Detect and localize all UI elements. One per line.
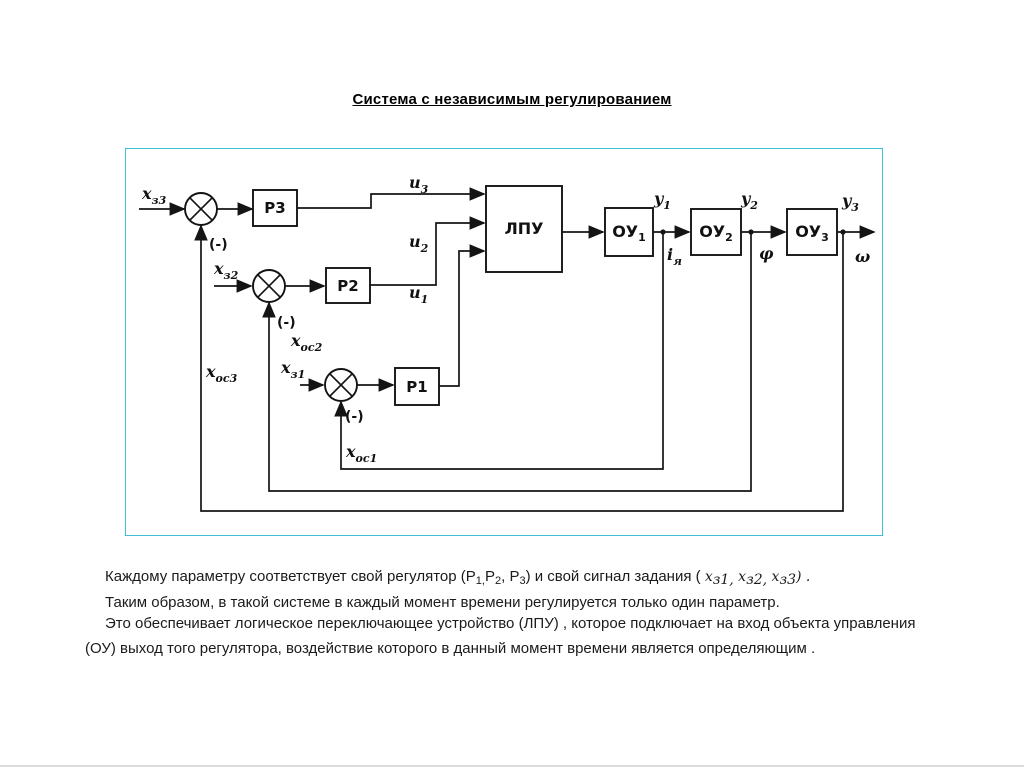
page-title: Система с независимым регулированием (352, 91, 672, 108)
block-p2: Р2 (325, 267, 371, 304)
tap-node-phi (748, 229, 754, 235)
summing-junction-2 (252, 269, 286, 303)
output-line-y3 (837, 225, 876, 239)
bottom-edge (0, 765, 1024, 767)
block-ou1: ОУ1 (604, 207, 654, 257)
block-p3: Р3 (252, 189, 298, 227)
signal-label-xz2: xз2 (213, 259, 239, 282)
block-diagram: Р3 Р2 Р1 ЛПУ ОУ1 ОУ2 ОУ3 xз3 xз2 xз1 (139, 173, 876, 512)
connector-u2 (370, 216, 486, 286)
signal-label-xoc2: xос2 (290, 331, 323, 354)
paragraph-line-3: Это обеспечивает логическое переключающе… (105, 615, 916, 632)
signal-label-omega: ω (855, 247, 870, 266)
block-ou2-label: ОУ2 (699, 222, 733, 244)
block-p1: Р1 (394, 367, 440, 406)
tap-node-omega (840, 229, 846, 235)
paragraph-line-4: (ОУ) выход того регулятора, воздействие … (85, 640, 816, 657)
signal-label-y3: y3 (841, 191, 859, 214)
block-ou1-label: ОУ1 (612, 222, 646, 244)
block-ou3-label: ОУ3 (795, 222, 829, 244)
signal-label-xz3: xз3 (141, 184, 167, 207)
diagram-frame: Р3 Р2 Р1 ЛПУ ОУ1 ОУ2 ОУ3 xз3 xз2 xз1 (125, 148, 883, 536)
minus-sign-sj1: (-) (209, 237, 228, 253)
signal-label-u1: u1 (409, 283, 428, 306)
tap-node-iya (660, 229, 666, 235)
description-paragraph: Каждому параметру соответствует свой рег… (85, 566, 945, 659)
connector-ou2-ou3 (741, 225, 787, 239)
connector-u1 (439, 244, 486, 387)
minus-sign-sj3: (-) (345, 409, 364, 425)
feedback-line-omega-to-sj1 (194, 224, 844, 512)
block-ou3: ОУ3 (786, 208, 838, 256)
connector-u3 (297, 187, 486, 209)
summing-junction-3 (324, 368, 358, 402)
signal-label-iya: iя (667, 245, 682, 268)
block-p1-label: Р1 (406, 378, 427, 396)
signal-label-y2: y2 (740, 189, 758, 212)
block-lpu: ЛПУ (485, 185, 563, 273)
block-ou2: ОУ2 (690, 208, 742, 256)
paragraph-line-1: Каждому параметру соответствует свой рег… (105, 568, 811, 588)
signal-label-u2: u2 (409, 232, 429, 255)
summing-junction-1 (184, 192, 218, 226)
signal-label-xoc3: xос3 (205, 362, 238, 385)
signal-label-y1: y1 (653, 189, 671, 212)
signal-label-xoc1: xос1 (345, 442, 377, 465)
signal-label-u3: u3 (409, 173, 429, 196)
block-lpu-label: ЛПУ (504, 219, 543, 238)
block-p2-label: Р2 (337, 277, 358, 295)
block-p3-label: Р3 (264, 199, 285, 217)
feedback-line-phi-to-sj2 (262, 232, 752, 492)
connector-ou1-ou2 (653, 225, 691, 239)
feedback-line-iya-to-sj3 (334, 232, 664, 470)
paragraph-line-2: Таким образом, в такой системе в каждый … (105, 594, 780, 611)
signal-label-phi: φ (759, 244, 774, 263)
signal-label-xz1: xз1 (280, 358, 305, 381)
minus-sign-sj2: (-) (277, 315, 296, 331)
